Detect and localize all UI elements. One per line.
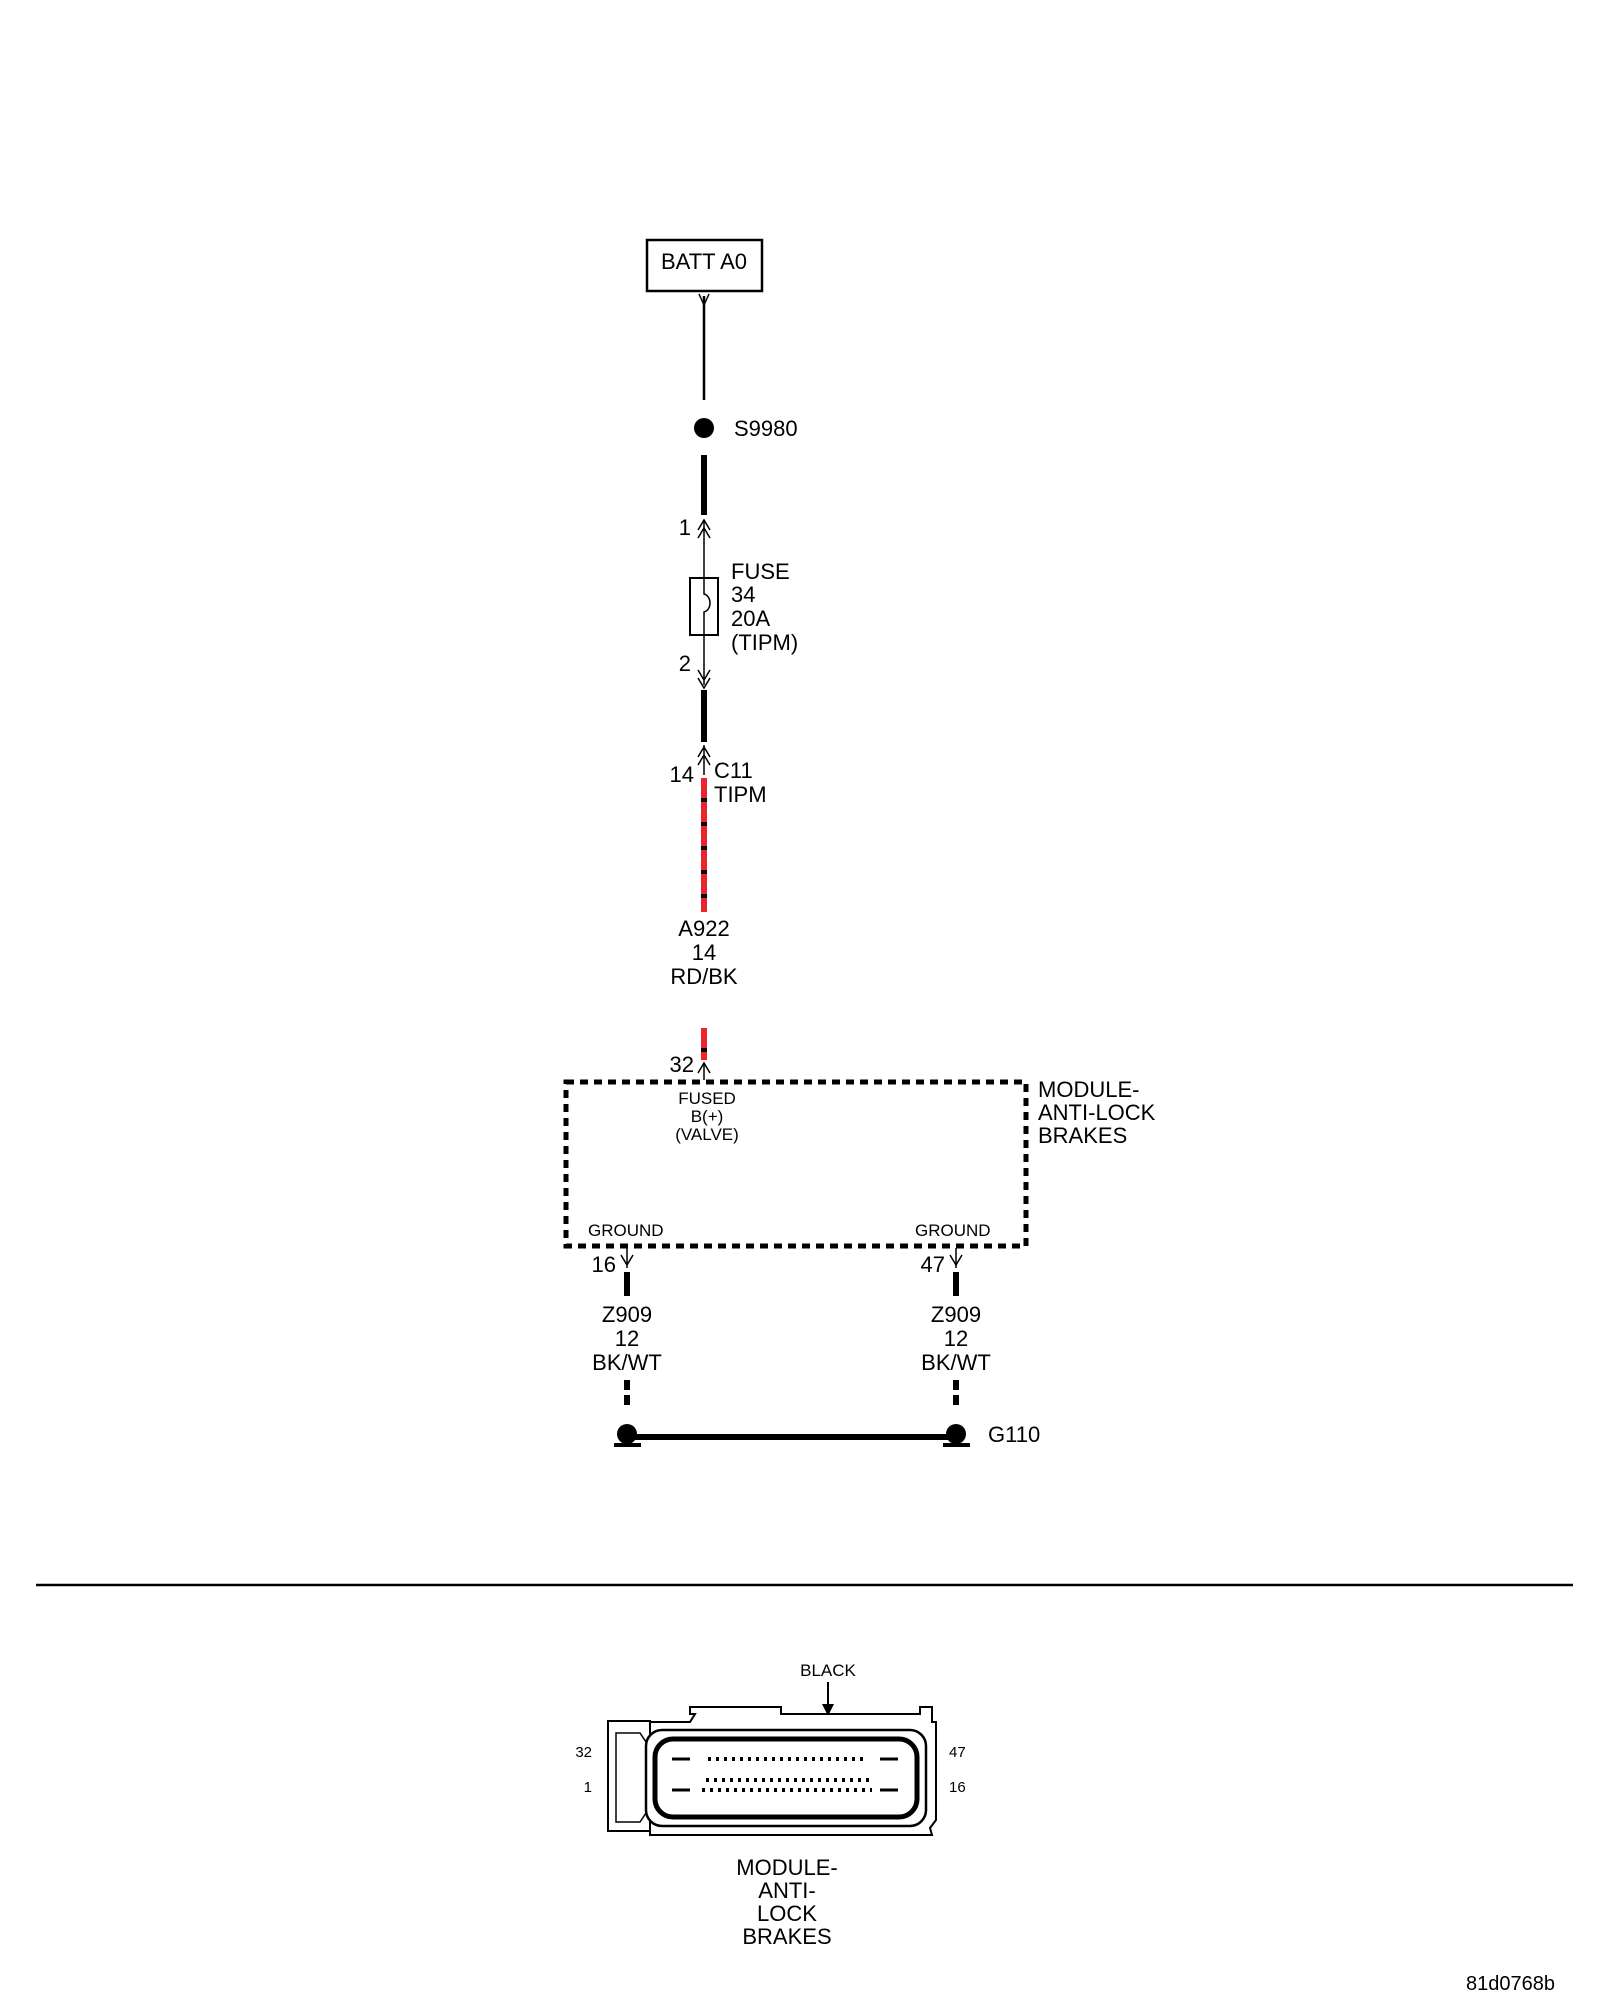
- ground-pin-47-connector: [949, 1248, 963, 1268]
- splice-label: S9980: [734, 416, 798, 441]
- battery-source-label: BATT A0: [661, 249, 747, 274]
- c11-label-line1: C11: [714, 758, 753, 783]
- connector-end-view: BLACK 32 1 47 16: [575, 1661, 966, 1836]
- ground-label: G110: [988, 1422, 1040, 1447]
- connector-name-line2: ANTI-: [758, 1878, 815, 1903]
- wire-a922-circuit: A922: [678, 916, 729, 941]
- wire-a922-color: RD/BK: [670, 964, 738, 989]
- wire-z909-right-color: BK/WT: [921, 1350, 991, 1375]
- wire-z909-right-circuit: Z909: [931, 1302, 981, 1327]
- splice-s9980: S9980: [694, 416, 798, 441]
- fuse-terminal-1: [697, 518, 711, 578]
- wire-z909-left-gauge: 12: [615, 1326, 639, 1351]
- connector-name-line3: LOCK: [757, 1901, 817, 1926]
- ground-g110: G110: [614, 1422, 1040, 1447]
- connector-name-line4: BRAKES: [742, 1924, 831, 1949]
- module-pin-32: 32: [670, 1052, 694, 1077]
- wire-z909-left-circuit: Z909: [602, 1302, 652, 1327]
- wire-z909-right-gauge: 12: [944, 1326, 968, 1351]
- module-pin-label-line3: (VALVE): [675, 1125, 739, 1144]
- connector-pin-47: 47: [949, 1744, 966, 1761]
- module-ground-left-label: GROUND: [588, 1221, 664, 1240]
- wire-a922-gauge: 14: [692, 940, 716, 965]
- fuse-label-line3: 20A: [731, 606, 770, 631]
- fuse-label-line1: FUSE: [731, 559, 790, 584]
- c11-label-line2: TIPM: [714, 782, 767, 807]
- figure-id: 81d0768b: [1466, 1973, 1555, 1995]
- module-name-line1: MODULE-: [1038, 1077, 1139, 1102]
- fuse-terminal-2: [697, 635, 711, 690]
- ground-pin-47: 47: [921, 1252, 945, 1277]
- module-pin-32-connector: [697, 1061, 711, 1080]
- module-ground-right-label: GROUND: [915, 1221, 991, 1240]
- fuse-label-line2: 34: [731, 582, 755, 607]
- fuse-pin-2: 2: [679, 651, 691, 676]
- battery-source: BATT A0: [645, 238, 764, 307]
- fuse-label-line4: (TIPM): [731, 630, 798, 655]
- connector-c11: [697, 745, 711, 775]
- connector-pin-16: 16: [949, 1779, 966, 1796]
- ground-pin-16: 16: [592, 1252, 616, 1277]
- module-pin-label-line1: FUSED: [678, 1089, 736, 1108]
- connector-color-label: BLACK: [800, 1661, 856, 1680]
- fuse-pin-1: 1: [679, 515, 691, 540]
- connector-pin-32: 32: [575, 1744, 592, 1761]
- connector-pin-1: 1: [584, 1779, 592, 1796]
- ground-pin-16-connector: [620, 1248, 634, 1268]
- module-name-line2: ANTI-LOCK: [1038, 1100, 1156, 1125]
- connector-name-line1: MODULE-: [736, 1855, 837, 1880]
- abs-module-box: [563, 1079, 1029, 1249]
- fuse-symbol: [689, 577, 719, 636]
- module-name-line3: BRAKES: [1038, 1123, 1127, 1148]
- wire-z909-left-color: BK/WT: [592, 1350, 662, 1375]
- c11-pin: 14: [670, 762, 694, 787]
- module-pin-label-line2: B(+): [691, 1107, 724, 1126]
